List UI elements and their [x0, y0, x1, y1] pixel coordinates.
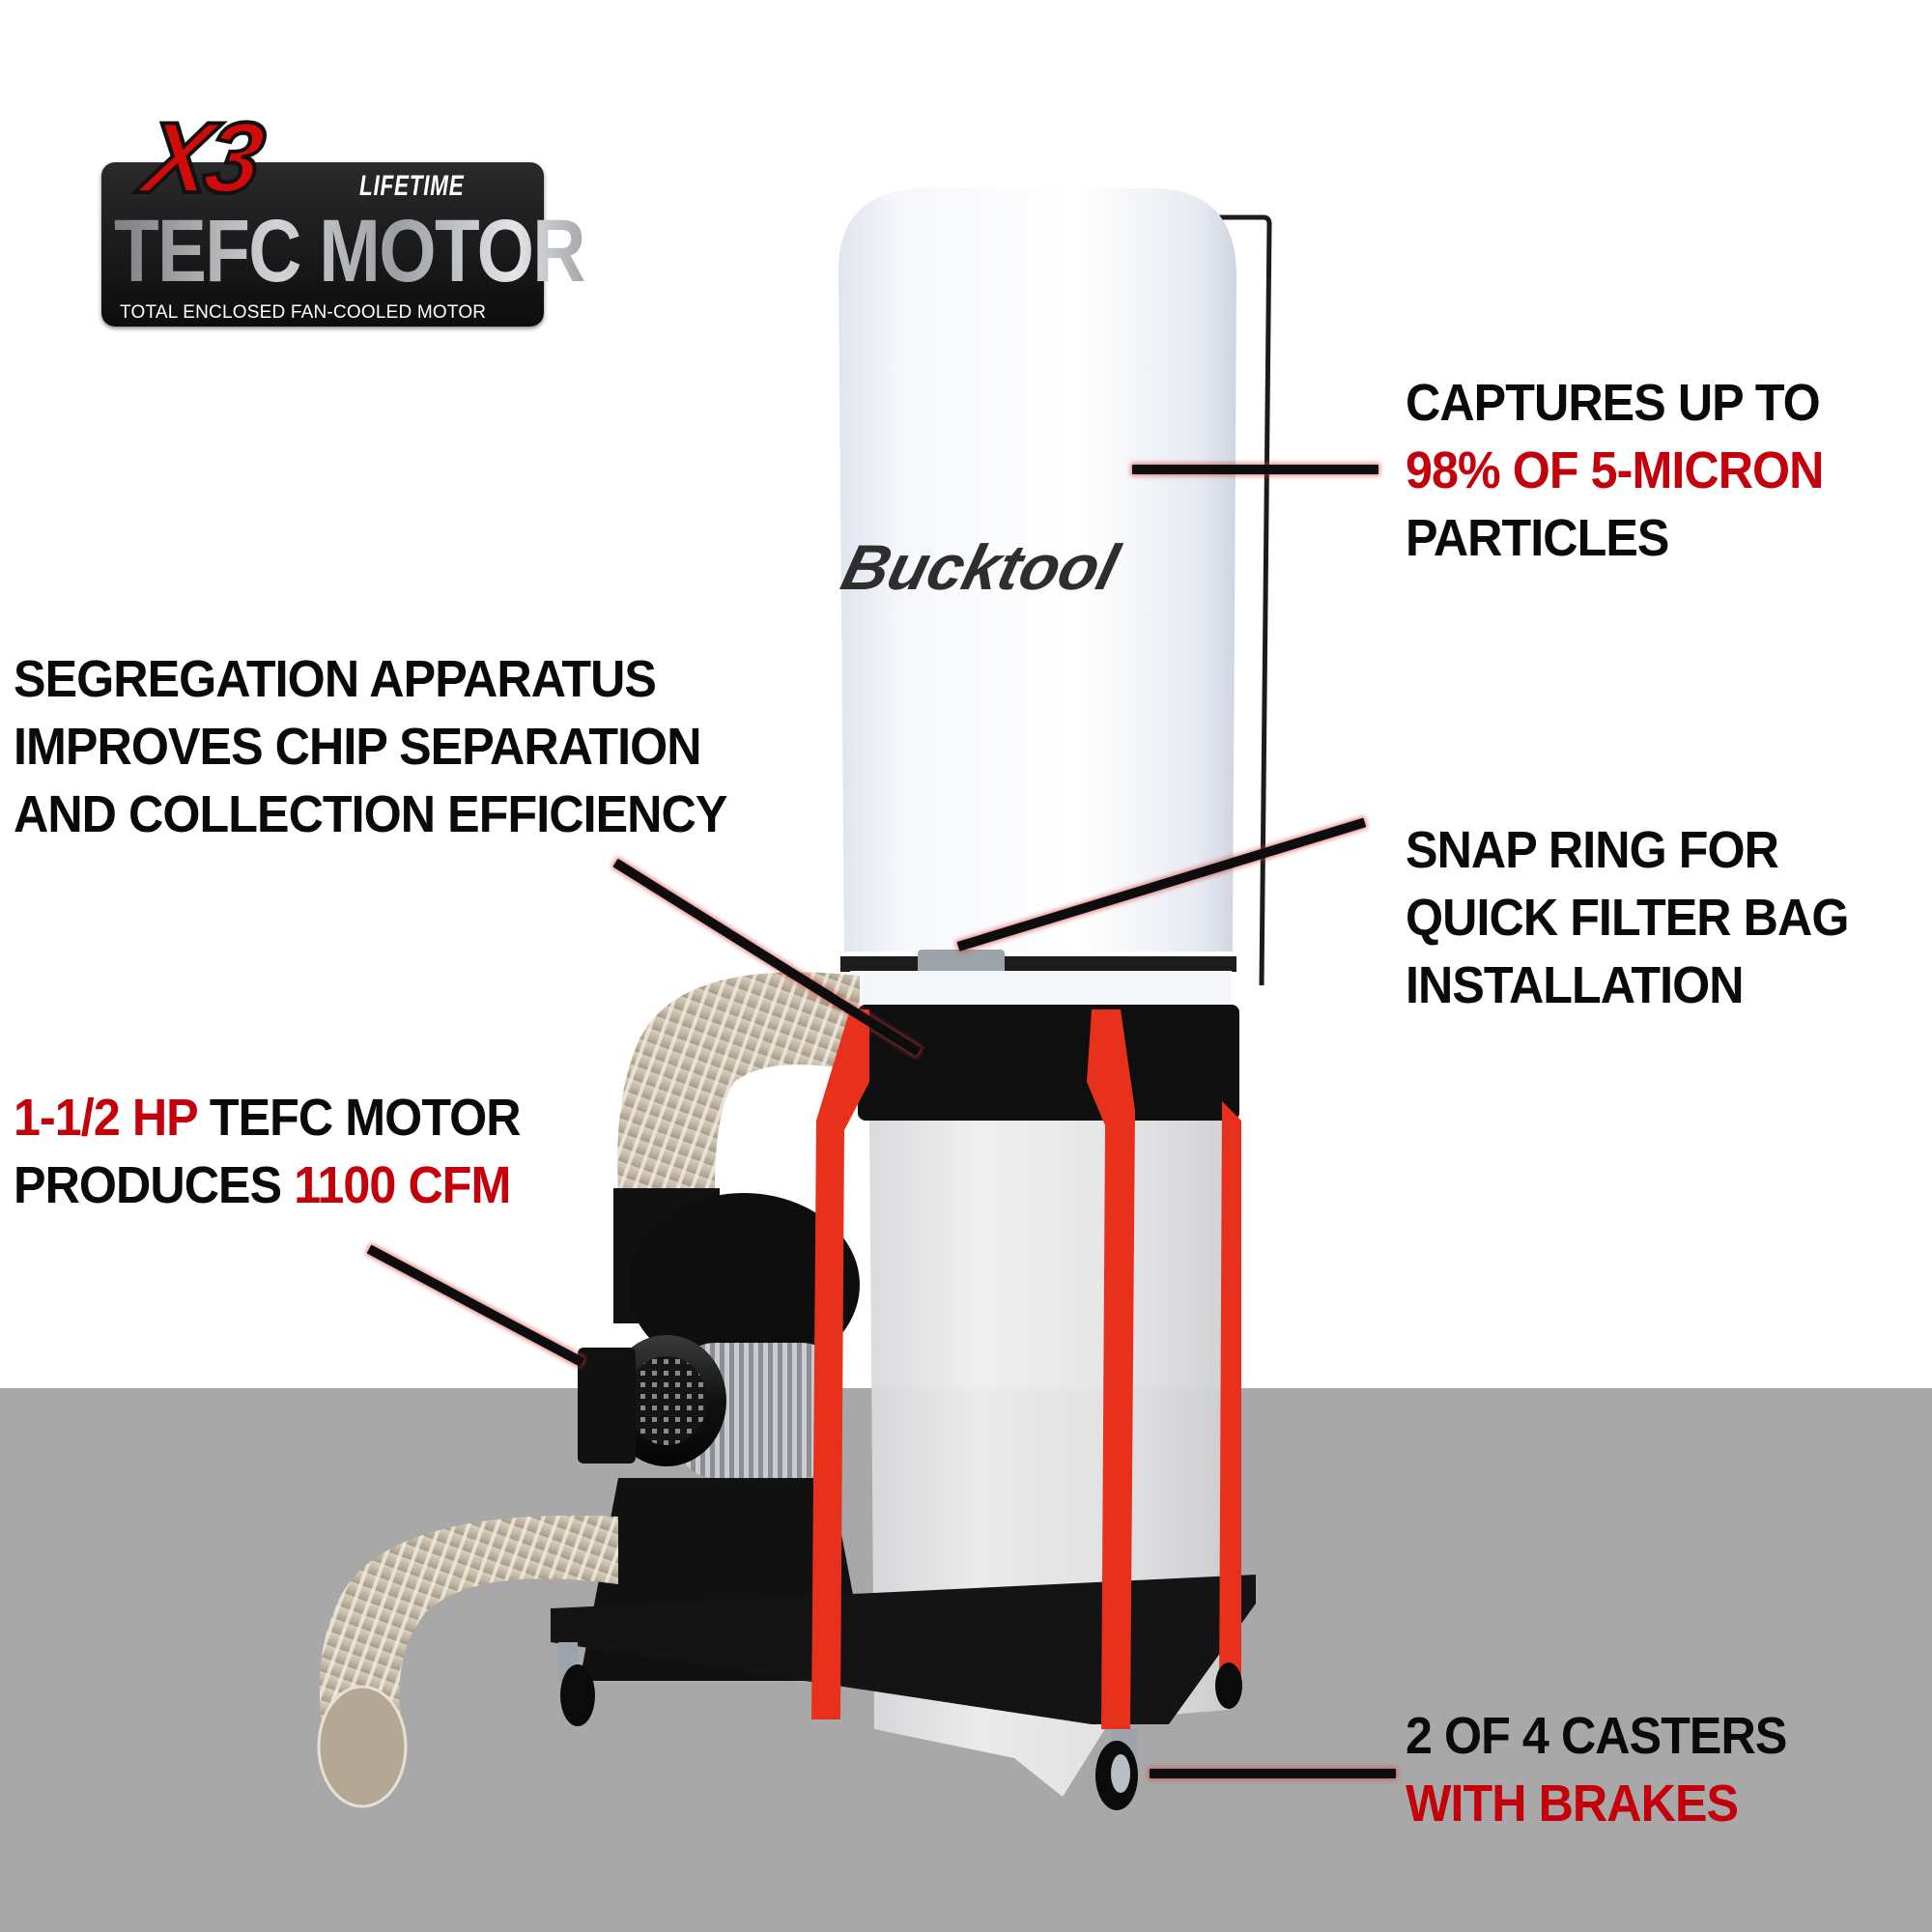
callout-casters-line2: WITH BRAKES — [1406, 1775, 1739, 1833]
badge-lifetime-text: LIFETIME — [359, 170, 465, 202]
caster-front-left — [558, 1642, 595, 1726]
leader-line-filter — [1132, 465, 1378, 474]
motor-cfm-value: 1100 CFM — [294, 1156, 511, 1214]
callout-snap-ring: SNAP RING FOR QUICK FILTER BAG INSTALLAT… — [1406, 816, 1849, 1019]
callout-motor-line1: 1-1/2 HP TEFC MOTOR — [14, 1084, 522, 1151]
callout-filter-line3: PARTICLES — [1406, 509, 1669, 567]
callout-segregation-line2: IMPROVES CHIP SEPARATION — [14, 718, 701, 776]
callout-filter-line2: 98% OF 5-MICRON — [1406, 441, 1824, 499]
callout-filter: CAPTURES UP TO 98% OF 5-MICRON PARTICLES — [1406, 369, 1824, 572]
motor-line2-rest: PRODUCES — [14, 1156, 295, 1214]
callout-casters: 2 OF 4 CASTERS WITH BRAKES — [1406, 1702, 1787, 1837]
callout-motor: 1-1/2 HP TEFC MOTOR PRODUCES 1100 CFM — [14, 1084, 522, 1219]
caster-back-right — [1215, 1662, 1242, 1709]
motor-hp-value: 1-1/2 HP — [14, 1089, 198, 1147]
caster-front-right — [1095, 1729, 1138, 1810]
badge-x3-text: X3 — [133, 100, 269, 216]
callout-casters-line1: 2 OF 4 CASTERS — [1406, 1707, 1787, 1765]
callout-segregation-line3: AND COLLECTION EFFICIENCY — [14, 785, 727, 843]
badge-title: TEFC MOTOR — [114, 202, 585, 300]
motor-line1-rest: TEFC MOTOR — [196, 1089, 522, 1147]
leader-line-casters — [1150, 1769, 1396, 1778]
badge-plate — [101, 162, 544, 327]
callout-segregation-line1: SEGREGATION APPARATUS — [14, 650, 657, 708]
bucktool-logo: Bucktool — [835, 532, 1126, 604]
callout-snap-ring-line1: SNAP RING FOR — [1406, 821, 1779, 879]
callout-filter-line1: CAPTURES UP TO — [1406, 374, 1821, 432]
callout-segregation: SEGREGATION APPARATUS IMPROVES CHIP SEPA… — [14, 645, 727, 848]
callout-snap-ring-line3: INSTALLATION — [1406, 956, 1745, 1014]
callout-snap-ring-line2: QUICK FILTER BAG — [1406, 889, 1849, 947]
callout-motor-line2: PRODUCES 1100 CFM — [14, 1151, 521, 1219]
badge-subtitle: TOTAL ENCLOSED FAN-COOLED MOTOR — [120, 302, 487, 323]
